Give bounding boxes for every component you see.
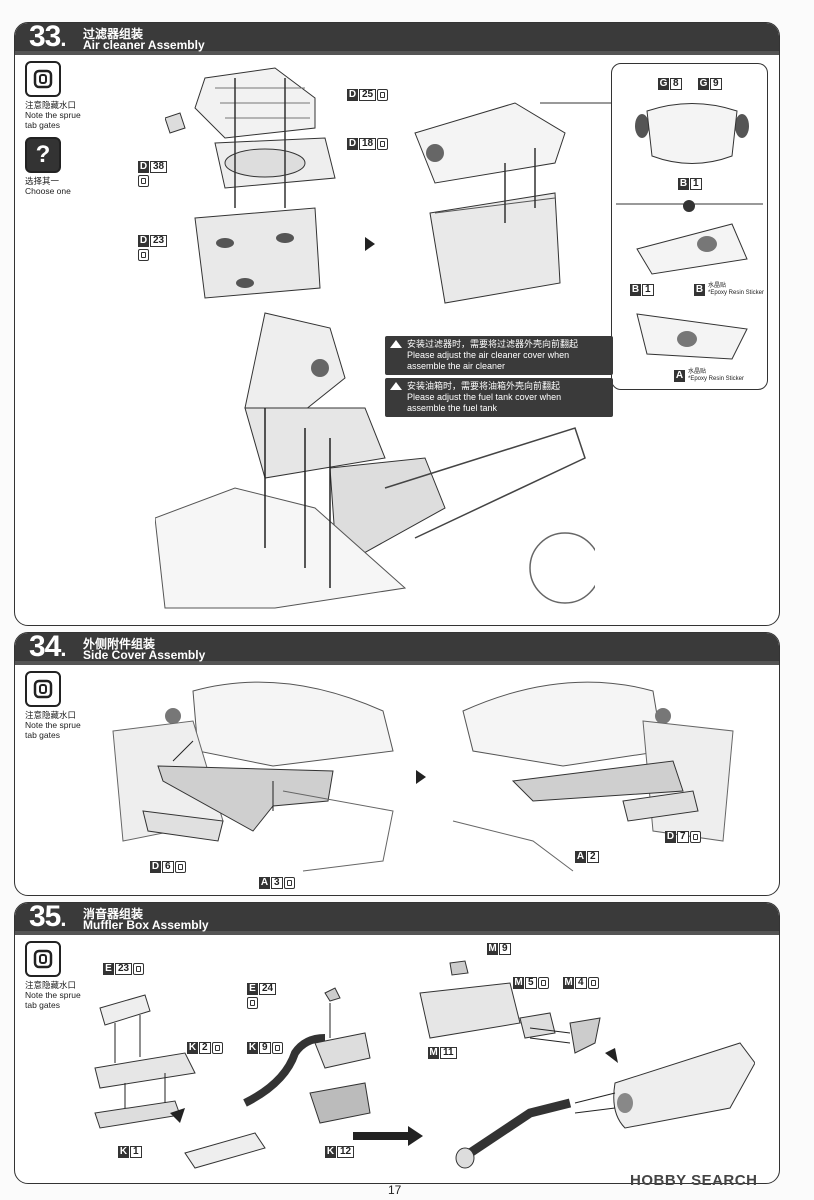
- exhaust-pipe-illustration: [243, 987, 371, 1124]
- step-header: 34. 外侧附件组装 Side Cover Assembly: [15, 633, 779, 665]
- note-en-2: tab gates: [25, 730, 60, 740]
- next-arrow: [416, 770, 426, 784]
- part-tag-a-sticker: A: [674, 370, 685, 382]
- pipe-illustration: [170, 1108, 266, 1169]
- note-en-2: tab gates: [25, 1000, 60, 1010]
- note-en-2: tab gates: [25, 120, 60, 130]
- note-zh: 注意隐藏水口: [25, 710, 77, 720]
- big-next-arrow: [353, 1126, 423, 1146]
- muffler-illustration: [419, 960, 755, 1169]
- divider-line: [616, 200, 763, 212]
- sticker-label-b: 水晶贴*Epoxy Resin Sticker: [708, 283, 765, 296]
- note-en-1: Note the sprue: [25, 990, 81, 1000]
- note-zh: 注意隐藏水口: [25, 100, 77, 110]
- step-number: 35.: [29, 902, 67, 933]
- next-arrow: [365, 237, 375, 251]
- cover-sticker-b-illustration: [636, 223, 748, 275]
- step-title-zh: 消音器组装: [83, 907, 144, 921]
- part-tag-e24-gate: [247, 997, 258, 1009]
- step-title-en: Side Cover Assembly: [83, 648, 206, 662]
- watermark: HOBBY SEARCH: [630, 1172, 758, 1189]
- page-number: 17: [388, 1183, 402, 1197]
- cover-b1-illustration: [635, 103, 749, 164]
- air-cleaner-exploded-illustration: [165, 67, 336, 299]
- side-cover-right-illustration: [452, 681, 734, 872]
- note-zh: 注意隐藏水口: [25, 980, 77, 990]
- bike-frame-airbox-illustration: [155, 312, 595, 609]
- part-tag-d38-gate: [138, 175, 149, 187]
- sprue-gate-icon: [25, 61, 61, 97]
- question-icon: ?: [25, 137, 61, 173]
- part-tag-b-sticker: B: [694, 284, 705, 296]
- sprue-gate-icon: [25, 941, 61, 977]
- step-number: 34.: [29, 632, 67, 663]
- sticker-label-a: 水晶贴*Epoxy Resin Sticker: [688, 369, 745, 382]
- step-title-en: Air cleaner Assembly: [83, 38, 205, 52]
- note-zh: 选择其一: [25, 176, 60, 186]
- note-en-1: Note the sprue: [25, 720, 81, 730]
- step-title-en: Muffler Box Assembly: [83, 918, 209, 932]
- step-header: 35. 消音器组装 Muffler Box Assembly: [15, 903, 779, 935]
- step-number: 33.: [29, 22, 67, 53]
- air-cleaner-assembled-illustration: [414, 102, 566, 304]
- step-title-zh: 过滤器组装: [83, 27, 144, 41]
- side-cover-left-illustration: [112, 681, 394, 872]
- note-en-1: Note the sprue: [25, 110, 81, 120]
- step-title-zh: 外侧附件组装: [83, 637, 156, 651]
- note-en-1: Choose one: [25, 186, 71, 196]
- part-tag-d23-gate: [138, 249, 149, 261]
- step-header: 33. 过滤器组装 Air cleaner Assembly: [15, 23, 779, 55]
- heat-shield-assembly-illustration: [94, 994, 196, 1129]
- sprue-gate-icon: [25, 671, 61, 707]
- cover-sticker-a-illustration: [636, 313, 748, 360]
